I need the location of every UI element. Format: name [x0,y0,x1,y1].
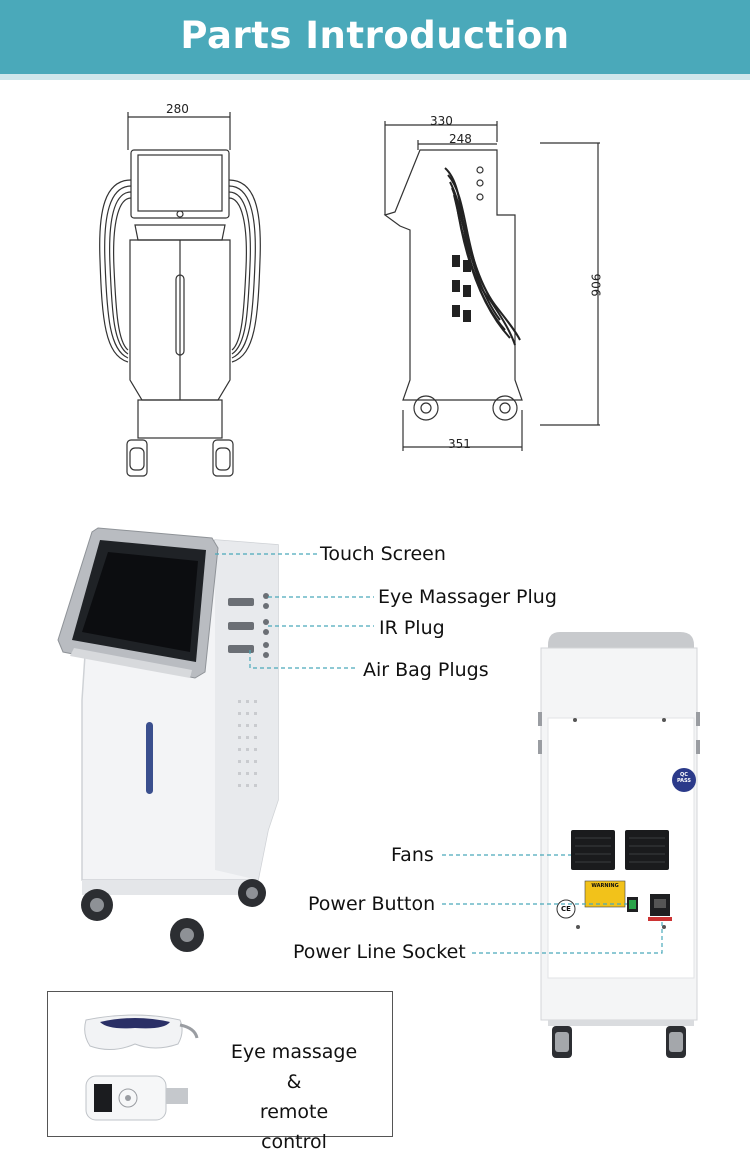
side-view-drawing [383,121,600,451]
qc-badge-bottom: PASS [676,778,692,784]
label-air-bag-plugs: Air Bag Plugs [363,659,489,681]
dim-side-depth-inner: 248 [449,132,472,146]
accessory-caption: Eye massage & remote control [224,1037,364,1157]
eye-massager-image [84,1014,199,1050]
label-touch-screen: Touch Screen [320,543,446,565]
qc-pass-badge: QC PASS [676,772,692,784]
dim-front-width: 280 [166,102,189,116]
front-view-drawing [99,112,261,477]
accessory-caption-line2: remote control [259,1101,329,1153]
accessory-inset-box: Eye massage & remote control [47,991,393,1153]
header-banner: Parts Introduction [0,0,750,80]
remote-control-image [85,1075,188,1121]
callout-lines-back [442,854,663,954]
ce-mark: CE [561,905,571,913]
warning-label: WARNING [591,883,619,889]
machine-back-photo [538,632,700,1058]
dim-base-depth: 351 [448,437,471,451]
label-power-line-socket: Power Line Socket [293,941,466,963]
machine-front-photo [57,527,279,952]
label-ir-plug: IR Plug [379,617,445,639]
qc-badge-top: QC [680,772,688,778]
accessory-caption-line1: Eye massage & [230,1041,358,1093]
label-eye-massager-plug: Eye Massager Plug [378,586,557,608]
dim-height: 906 [588,273,603,297]
header-strip [0,74,750,80]
callout-lines-front [215,553,374,669]
dim-side-depth-top: 330 [430,114,453,128]
label-fans: Fans [391,844,434,866]
page-title: Parts Introduction [180,14,570,57]
label-power-button: Power Button [308,893,436,915]
